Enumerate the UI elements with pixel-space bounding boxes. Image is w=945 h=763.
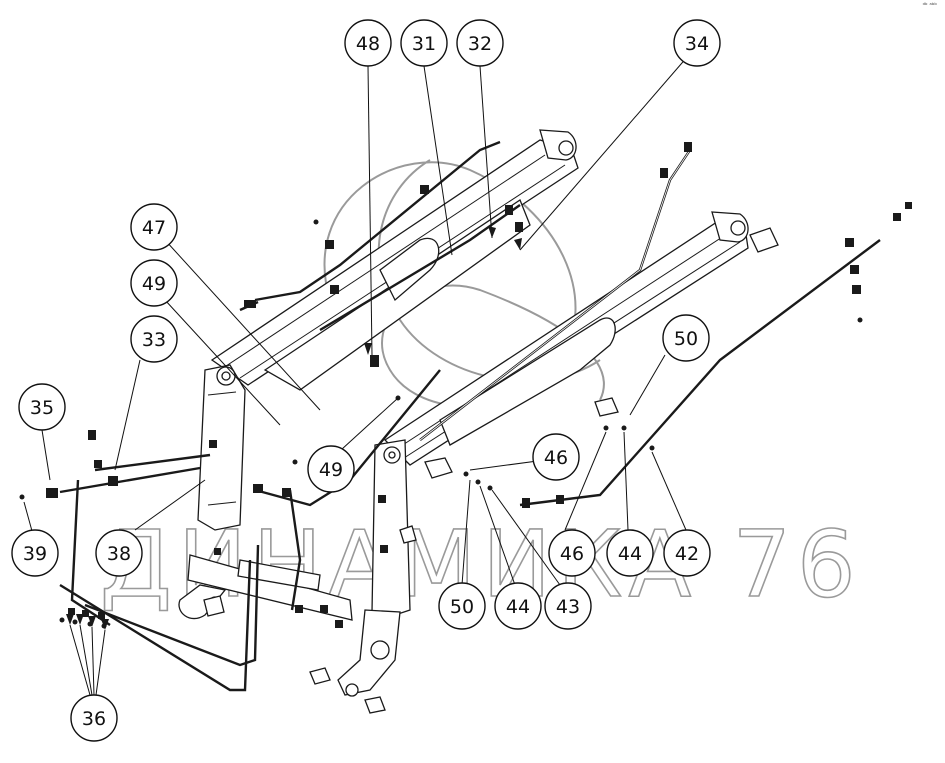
callout-balloon-44: 44 [606,529,654,577]
callout-balloon-35: 35 [18,383,66,431]
callout-label: 43 [556,596,580,618]
callout-balloon-46: 46 [532,433,580,481]
callout-label: 46 [560,543,584,565]
callout-balloon-48: 48 [344,19,392,67]
callout-balloon-49: 49 [130,259,178,307]
callout-label: 32 [468,33,492,55]
callout-label: 50 [674,328,698,350]
callout-balloon-34: 34 [673,19,721,67]
callout-balloon-39: 39 [11,529,59,577]
corner-mark: ᵈᵇ ᵃᵇᵇ [922,2,937,9]
callout-label: 38 [107,543,131,565]
callout-label: 42 [675,543,699,565]
callout-label: 39 [23,543,47,565]
callout-label: 35 [30,397,54,419]
callout-balloon-44: 44 [494,582,542,630]
callout-label: 49 [142,273,166,295]
hydraulic-lines [19,140,912,692]
callout-label: 47 [142,217,166,239]
right-boom-arm [309,211,779,714]
callout-balloon-31: 31 [400,19,448,67]
callout-balloon-50: 50 [438,582,486,630]
left-boom-arm [178,129,579,621]
callout-label: 44 [618,543,642,565]
callout-balloon-33: 33 [130,315,178,363]
callout-balloon-32: 32 [456,19,504,67]
callout-label: 33 [142,329,166,351]
callout-label: 50 [450,596,474,618]
callout-label: 34 [685,33,709,55]
callout-balloon-47: 47 [130,203,178,251]
callout-balloon-42: 42 [663,529,711,577]
callout-label: 46 [544,447,568,469]
callout-balloon-36: 36 [70,694,118,742]
callout-balloon-49: 49 [307,445,355,493]
callout-label: 48 [356,33,380,55]
callout-balloon-43: 43 [544,582,592,630]
callout-balloon-50: 50 [662,314,710,362]
callout-label: 49 [319,459,343,481]
callout-label: 31 [412,33,436,55]
callout-label: 44 [506,596,530,618]
callout-balloon-38: 38 [95,529,143,577]
callout-label: 36 [82,708,106,730]
callout-balloon-46: 46 [548,529,596,577]
